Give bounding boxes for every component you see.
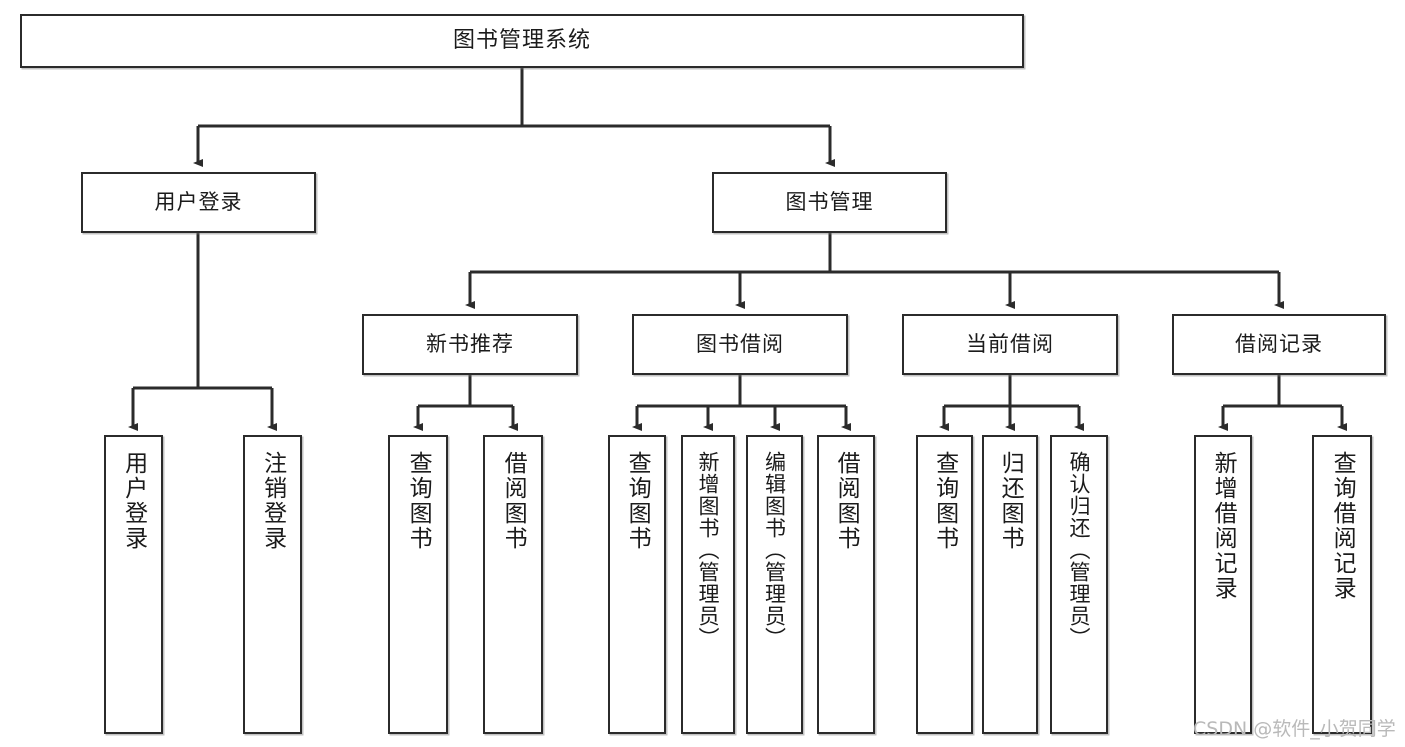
node-leaf-query-record[interactable]: 查询借阅记录 [1312,435,1372,734]
node-leaf-borrow-book-2-label: 借阅图书 [833,451,860,551]
node-leaf-user-login[interactable]: 用户登录 [104,435,163,734]
node-borrow-record-label: 借阅记录 [1235,332,1323,357]
node-book-manage[interactable]: 图书管理 [712,172,947,233]
node-leaf-user-login-label: 用户登录 [120,451,147,551]
node-leaf-borrow-book-1[interactable]: 借阅图书 [483,435,543,734]
node-current-borrow-label: 当前借阅 [966,332,1054,357]
node-user-login-label: 用户登录 [154,190,243,215]
node-root-label: 图书管理系统 [452,28,591,54]
node-root[interactable]: 图书管理系统 [20,14,1024,68]
node-leaf-add-book-label: 新增图书（管理员） [696,451,721,649]
node-leaf-borrow-book-2[interactable]: 借阅图书 [817,435,875,734]
node-leaf-borrow-book-1-label: 借阅图书 [500,451,527,551]
node-borrow-record[interactable]: 借阅记录 [1172,314,1386,375]
node-leaf-add-book[interactable]: 新增图书（管理员） [681,435,735,734]
node-leaf-logout-label: 注销登录 [259,451,286,551]
node-leaf-confirm-return-label: 确认归还（管理员） [1067,451,1092,649]
node-leaf-query-book-1[interactable]: 查询图书 [388,435,448,734]
node-book-borrow-label: 图书借阅 [696,332,784,357]
node-leaf-query-book-3-label: 查询图书 [931,451,958,551]
node-book-borrow[interactable]: 图书借阅 [632,314,848,375]
node-leaf-logout[interactable]: 注销登录 [243,435,302,734]
node-current-borrow[interactable]: 当前借阅 [902,314,1118,375]
node-user-login[interactable]: 用户登录 [81,172,316,233]
node-leaf-add-record[interactable]: 新增借阅记录 [1194,435,1252,734]
node-leaf-query-record-label: 查询借阅记录 [1329,451,1356,601]
node-leaf-edit-book[interactable]: 编辑图书（管理员） [746,435,803,734]
node-leaf-confirm-return[interactable]: 确认归还（管理员） [1050,435,1108,734]
node-leaf-query-book-3[interactable]: 查询图书 [916,435,973,734]
node-new-book-recommend[interactable]: 新书推荐 [362,314,578,375]
node-new-book-recommend-label: 新书推荐 [426,332,514,357]
node-book-manage-label: 图书管理 [785,190,874,215]
node-leaf-edit-book-label: 编辑图书（管理员） [762,451,787,649]
node-leaf-query-book-2-label: 查询图书 [624,451,651,551]
node-leaf-return-book-label: 归还图书 [997,451,1024,551]
node-leaf-return-book[interactable]: 归还图书 [982,435,1038,734]
node-leaf-add-record-label: 新增借阅记录 [1210,451,1237,601]
watermark: CSDN @软件_小贺同学 [1193,718,1396,740]
node-leaf-query-book-1-label: 查询图书 [405,451,432,551]
node-leaf-query-book-2[interactable]: 查询图书 [608,435,666,734]
